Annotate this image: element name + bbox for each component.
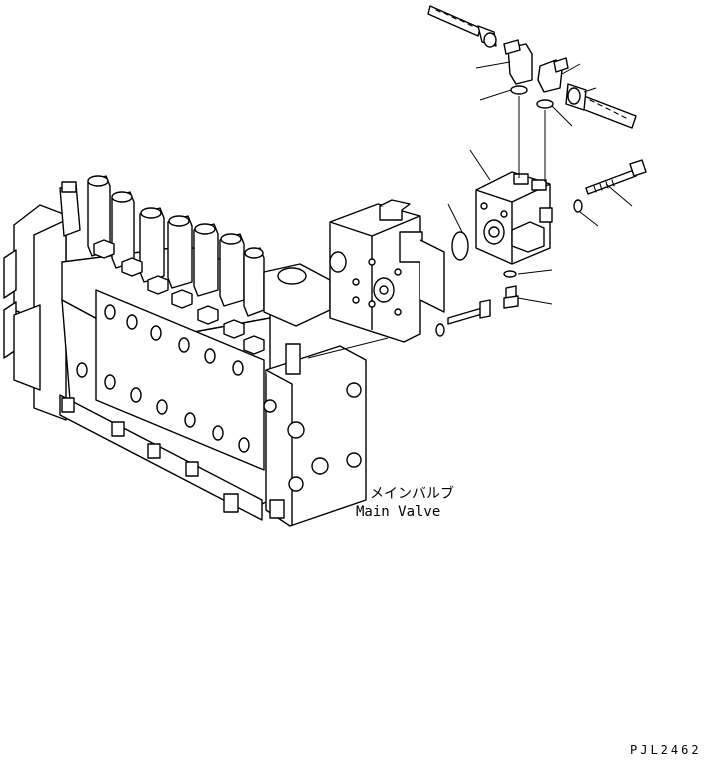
main-valve-label-en: Main Valve xyxy=(356,504,440,520)
o-ring xyxy=(451,231,469,261)
valve-cover-block xyxy=(329,199,445,343)
hydraulic-hose xyxy=(565,83,637,129)
drawing-code: PJL2462 xyxy=(630,743,702,757)
hex-bolt xyxy=(573,159,647,213)
auxiliary-valve-block xyxy=(475,171,553,265)
elbow-fitting xyxy=(503,39,569,93)
hydraulic-hose xyxy=(427,5,497,48)
main-valve-illustration xyxy=(3,175,367,527)
hex-bolt xyxy=(503,285,519,309)
hex-bolt xyxy=(435,299,491,337)
main-valve-label-jp: メインバルブ xyxy=(370,485,454,502)
